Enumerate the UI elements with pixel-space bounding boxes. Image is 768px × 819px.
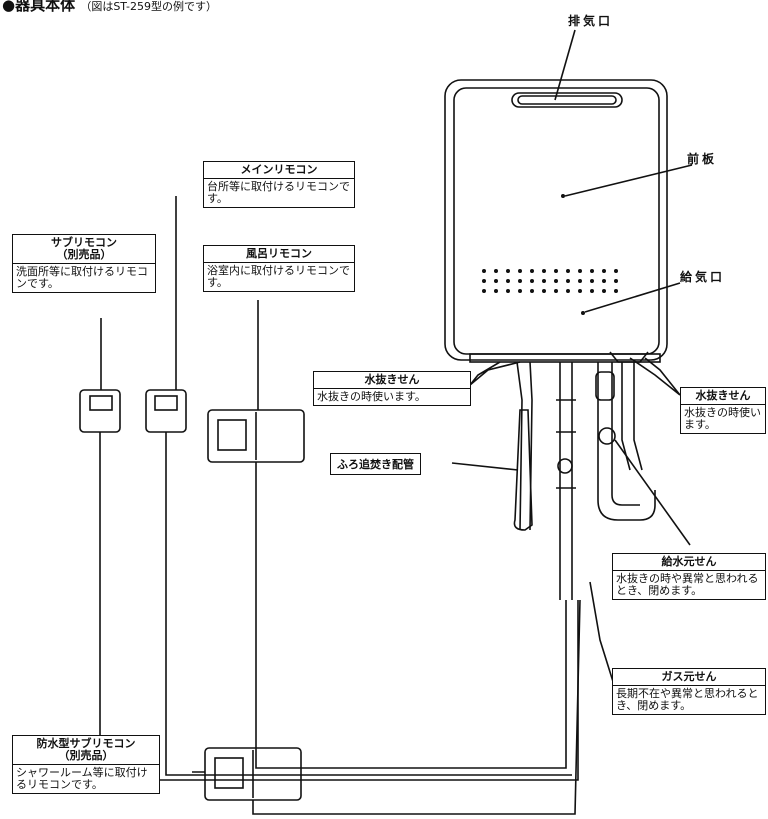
wire-waterproof xyxy=(252,599,581,815)
heater-body xyxy=(444,79,668,361)
waterproof-remote-desc: シャワールーム等に取付けるリモコンです。 xyxy=(16,766,148,791)
gas-valve-desc: 長期不在や異常と思われるとき、閉めます。 xyxy=(616,687,759,712)
bath-remote-box: 風呂リモコン 浴室内に取付けるリモコンです。 xyxy=(203,245,355,292)
sub-remote-box: サブリモコン （別売品） 洗面所等に取付けるリモコンです。 xyxy=(12,234,156,293)
wire-sub xyxy=(99,432,579,781)
main-remote-desc: 台所等に取付けるリモコンです。 xyxy=(207,180,350,205)
waterproof-remote-optional: （別売品） xyxy=(58,749,114,762)
gas-valve-box: ガス元せん 長期不在や異常と思われるとき、閉めます。 xyxy=(612,668,766,715)
bath-remote-title: 風呂リモコン xyxy=(204,246,354,263)
sub-remote-desc: 洗面所等に取付けるリモコンです。 xyxy=(16,265,148,290)
water-valve-title: 給水元せん xyxy=(613,554,765,571)
water-valve-handle xyxy=(598,427,616,445)
gas-pipe xyxy=(559,362,573,600)
waterproof-remote-box: 防水型サブリモコン （別売品） シャワールーム等に取付けるリモコンです。 xyxy=(12,735,160,794)
intake-label: 給気口 xyxy=(680,270,726,284)
bath-pipe-label: ふろ追焚き配管 xyxy=(330,453,421,475)
water-pipe xyxy=(597,362,656,521)
water-valve-box: 給水元せん 水抜きの時や異常と思われるとき、閉めます。 xyxy=(612,553,766,600)
page-heading: ●器具本体 （図はST-259型の例です） xyxy=(2,0,217,15)
front-panel-label: 前板 xyxy=(687,152,718,166)
main-remote-title: メインリモコン xyxy=(204,162,354,179)
heater-base xyxy=(469,353,661,363)
wire-main xyxy=(165,432,572,776)
bath-pipe xyxy=(513,409,533,531)
sub-remote-title: サブリモコン （別売品） xyxy=(13,235,155,264)
heading-main: ●器具本体 xyxy=(2,0,76,14)
heading-note: （図はST-259型の例です） xyxy=(80,0,217,13)
drain-right-title: 水抜きせん xyxy=(681,388,765,405)
waterproof-remote-title-text: 防水型サブリモコン xyxy=(36,737,136,750)
gas-valve-title: ガス元せん xyxy=(613,669,765,686)
exhaust-label: 排気口 xyxy=(568,14,614,28)
wire-bath xyxy=(255,462,567,769)
waterproof-remote-title: 防水型サブリモコン （別売品） xyxy=(13,736,159,765)
main-remote-box: メインリモコン 台所等に取付けるリモコンです。 xyxy=(203,161,355,208)
exhaust-vent xyxy=(511,92,623,108)
sub-remote-optional: （別売品） xyxy=(56,248,112,261)
heater-inner xyxy=(453,87,660,355)
drain-left-box: 水抜きせん 水抜きの時使います。 xyxy=(313,371,471,406)
drain-left-desc: 水抜きの時使います。 xyxy=(317,390,426,403)
drain-right-desc: 水抜きの時使います。 xyxy=(684,406,761,431)
sub-remote-title-text: サブリモコン xyxy=(51,236,117,249)
intake-grille xyxy=(482,269,618,293)
bath-remote-desc: 浴室内に取付けるリモコンです。 xyxy=(207,264,350,289)
drain-right-box: 水抜きせん 水抜きの時使います。 xyxy=(680,387,766,434)
supply-pipe xyxy=(621,362,643,471)
gas-valve-handle xyxy=(557,458,573,474)
drain-left-title: 水抜きせん xyxy=(314,372,470,389)
water-valve-desc: 水抜きの時や異常と思われるとき、閉めます。 xyxy=(616,572,759,597)
